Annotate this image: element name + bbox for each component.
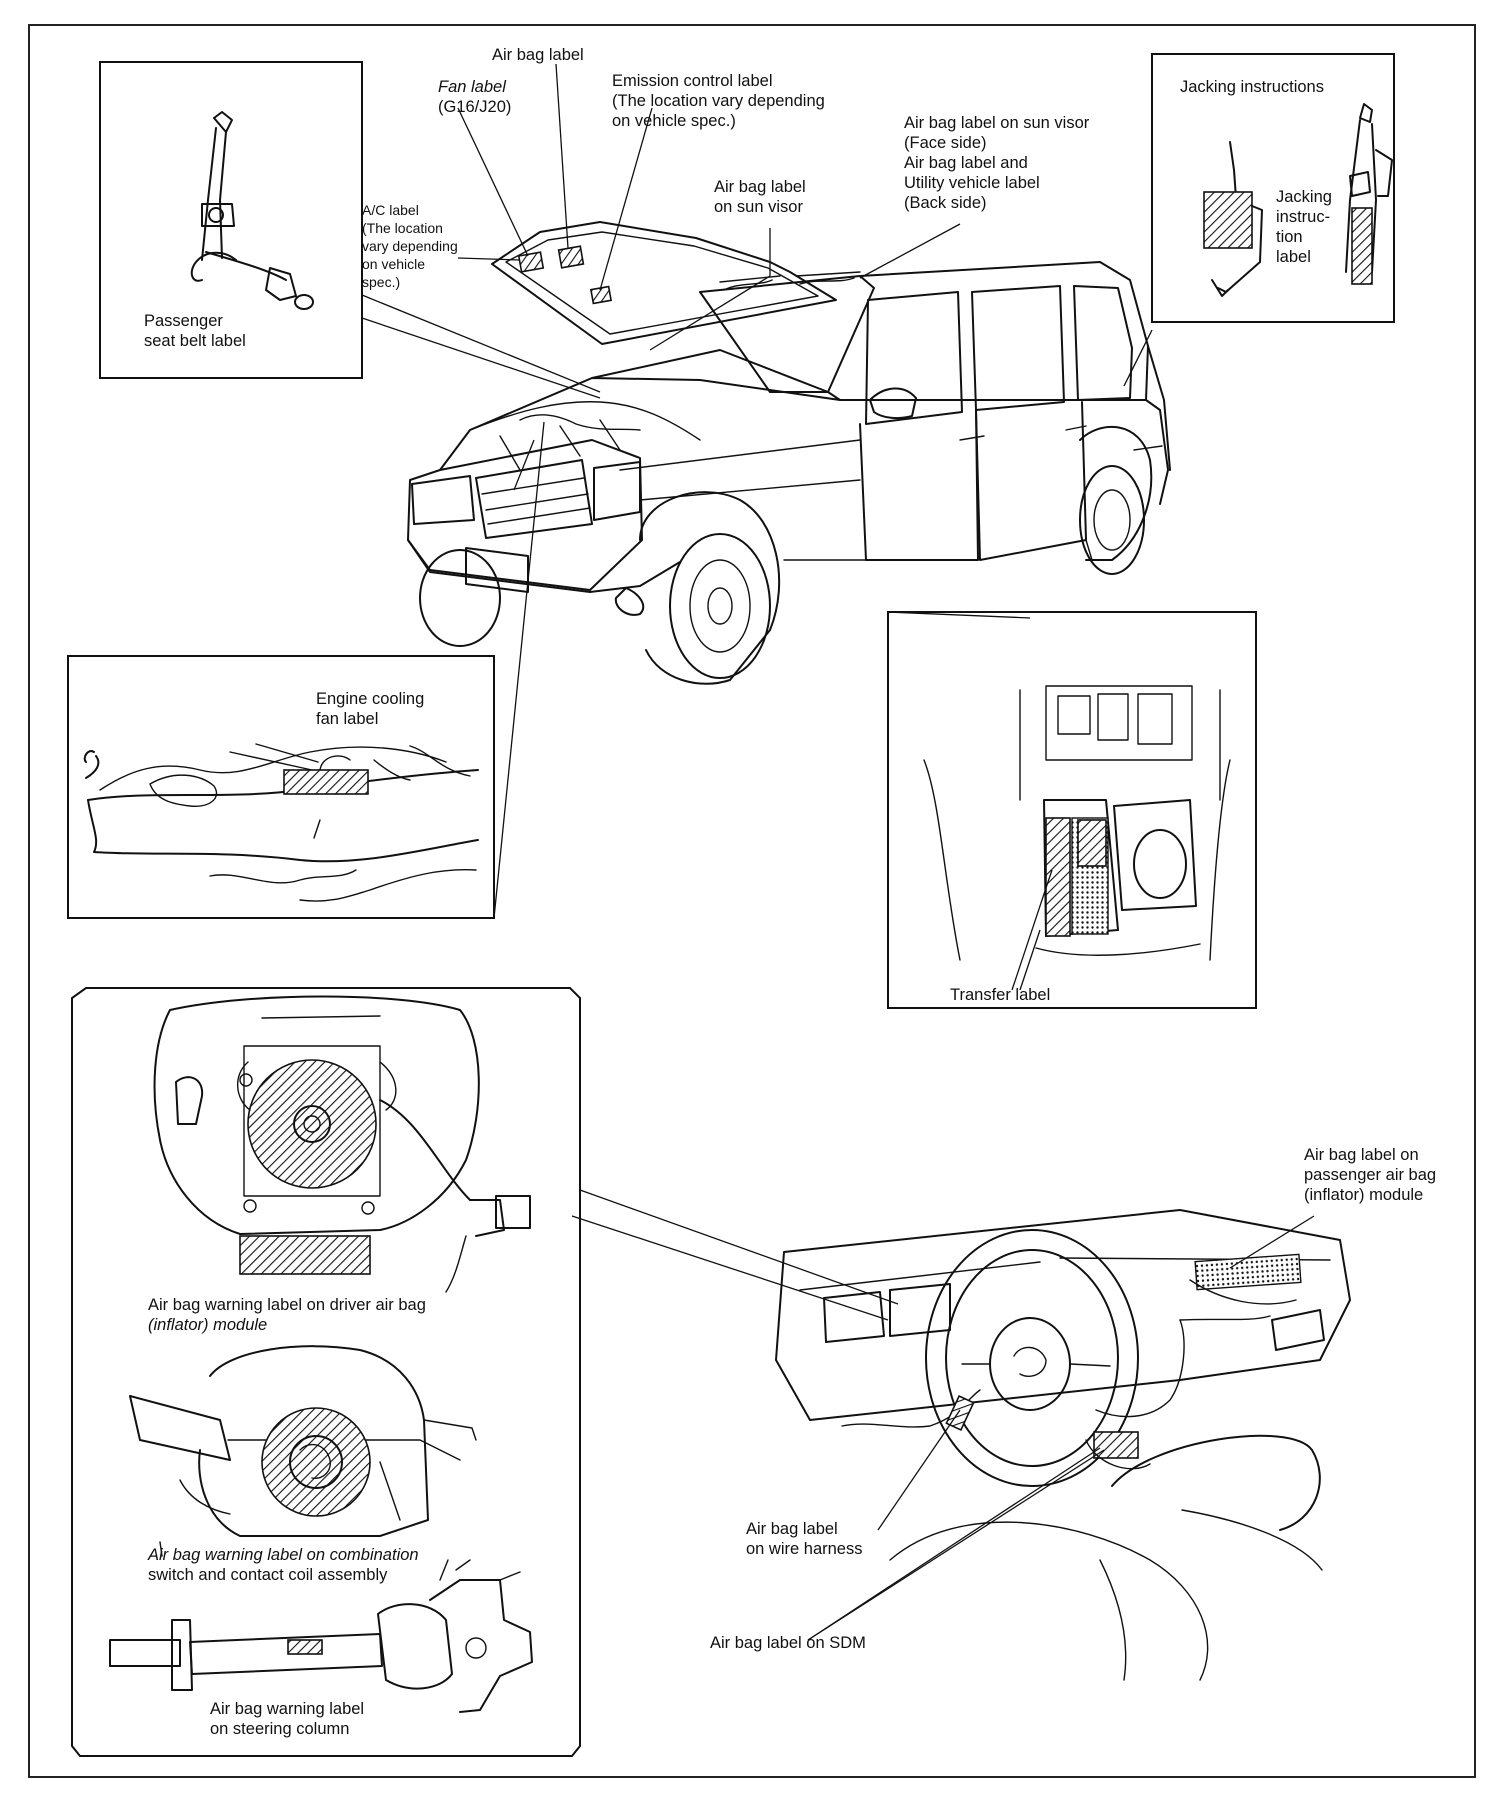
diagram-frame — [28, 24, 1476, 1778]
transfer-label: Transfer label — [950, 986, 1051, 1004]
visor-face-label-5: (Back side) — [904, 194, 987, 212]
jacking-label-3: tion — [1276, 228, 1303, 246]
ac-label-3: vary depending — [362, 238, 458, 254]
jacking-inset — [1151, 53, 1395, 323]
emission-label-1: Emission control label — [612, 72, 773, 90]
top-leaders — [361, 63, 1153, 919]
harness-label-2: on wire harness — [746, 1540, 863, 1558]
air-bag-label-text: Air bag label — [492, 46, 584, 64]
jacking-label-4: label — [1276, 248, 1311, 266]
seatbelt-label-2: seat belt label — [144, 332, 246, 350]
visor-face-label-2: (Face side) — [904, 134, 987, 152]
passenger-airbag-label-1: Air bag label on — [1304, 1146, 1419, 1164]
emission-label-3: on vehicle spec.) — [612, 112, 736, 130]
ac-label-5: spec.) — [362, 274, 401, 290]
visor-face-label-1: Air bag label on sun visor — [904, 114, 1090, 132]
jacking-label-1: Jacking — [1276, 188, 1332, 206]
vehicle-illustration — [407, 221, 1171, 685]
steering-inset — [71, 987, 581, 1757]
visor-face-label-4: Utility vehicle label — [904, 174, 1040, 192]
visor-label-1: Air bag label — [714, 178, 806, 196]
visor-label-2: on sun visor — [714, 198, 803, 216]
dashboard-illustration — [571, 1189, 1351, 1681]
cooling-label-2: fan label — [316, 710, 379, 728]
ac-label-1: A/C label — [362, 202, 419, 218]
column-label-2: on steering column — [210, 1720, 350, 1738]
cooling-label-1: Engine cooling — [316, 690, 425, 708]
column-label-1: Air bag warning label — [210, 1700, 365, 1718]
seatbelt-label-1: Passenger — [144, 312, 223, 330]
driver-airbag-label-2: (inflator) module — [148, 1316, 268, 1334]
harness-label-1: Air bag label — [746, 1520, 838, 1538]
jacking-instructions-label: Jacking instructions — [1180, 78, 1324, 96]
sdm-label: Air bag label on SDM — [710, 1634, 866, 1652]
seatbelt-inset — [99, 61, 363, 379]
visor-face-label-3: Air bag label and — [904, 154, 1028, 172]
emission-label-2: (The location vary depending — [612, 92, 825, 110]
fan-label-text-2: (G16/J20) — [438, 98, 512, 116]
transfer-inset — [887, 611, 1257, 1009]
jacking-label-2: instruc- — [1276, 208, 1331, 226]
cooling-fan-inset — [67, 655, 495, 919]
fan-label-text: Fan label — [438, 78, 506, 96]
ac-label-2: (The location — [362, 220, 443, 236]
ac-label-4: on vehicle — [362, 256, 426, 272]
driver-airbag-label-1: Air bag warning label on driver air bag — [148, 1296, 426, 1314]
passenger-airbag-label-2: passenger air bag — [1304, 1166, 1437, 1184]
combo-switch-label-1: Air bag warning label on combination — [148, 1546, 419, 1564]
combo-switch-label-2: switch and contact coil assembly — [148, 1566, 388, 1584]
passenger-airbag-label-3: (inflator) module — [1304, 1186, 1424, 1204]
